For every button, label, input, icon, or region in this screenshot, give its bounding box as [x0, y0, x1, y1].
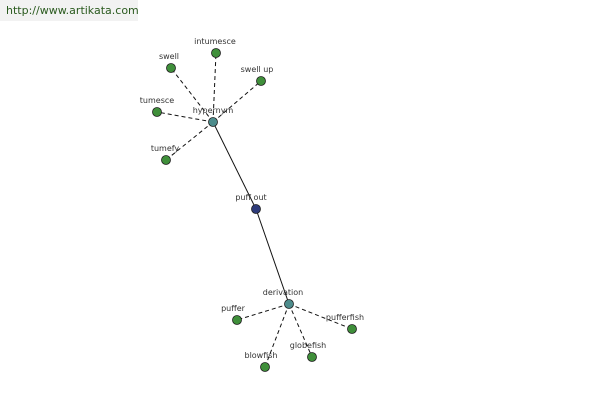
watermark: http://www.artikata.com — [0, 0, 139, 21]
label-tumefy: tumefy — [151, 144, 180, 153]
label-hypernym: hypernym — [193, 106, 234, 115]
node-swell-up[interactable] — [256, 76, 266, 86]
label-intumesce: intumesce — [194, 37, 236, 46]
node-hypernym[interactable] — [208, 117, 218, 127]
label-blowfish: blowfish — [244, 351, 277, 360]
label-pufferfish: pufferfish — [326, 313, 364, 322]
node-puffer[interactable] — [232, 315, 242, 325]
edge-hypernym-tumefy — [165, 121, 214, 161]
edge-derivation-pufferfish — [288, 303, 353, 330]
label-tumesce: tumesce — [140, 96, 174, 105]
label-puffer: puffer — [221, 304, 246, 313]
node-derivation[interactable] — [284, 299, 294, 309]
node-tumefy[interactable] — [161, 155, 171, 165]
node-globefish[interactable] — [307, 352, 317, 362]
edge-hypernym-swell-up — [212, 80, 262, 123]
edge-derivation-puffer — [236, 303, 290, 321]
edge-puff-out-derivation — [255, 208, 290, 305]
watermark-text: http://www.artikata.com — [6, 4, 139, 17]
edge-hypernym-tumesce — [156, 111, 214, 123]
edge-hypernym-swell — [170, 67, 214, 123]
graph-edges — [156, 52, 353, 368]
node-swell[interactable] — [166, 63, 176, 73]
label-swell-up: swell up — [241, 65, 274, 74]
edge-derivation-globefish — [288, 303, 313, 358]
graph-labels: puff out hypernym derivation swell intumesce… — [140, 37, 364, 360]
label-globefish: globefish — [290, 341, 326, 350]
node-intumesce[interactable] — [211, 48, 221, 58]
label-derivation: derivation — [263, 288, 303, 297]
graph-nodes — [152, 48, 357, 372]
edge-puff-out-hypernym — [212, 121, 257, 210]
node-pufferfish[interactable] — [347, 324, 357, 334]
node-tumesce[interactable] — [152, 107, 162, 117]
node-blowfish[interactable] — [260, 362, 270, 372]
node-puff-out[interactable] — [251, 204, 261, 214]
edge-hypernym-intumesce — [212, 52, 217, 123]
label-puff-out: puff out — [235, 193, 266, 202]
label-swell: swell — [159, 52, 179, 61]
edge-derivation-blowfish — [264, 303, 290, 368]
